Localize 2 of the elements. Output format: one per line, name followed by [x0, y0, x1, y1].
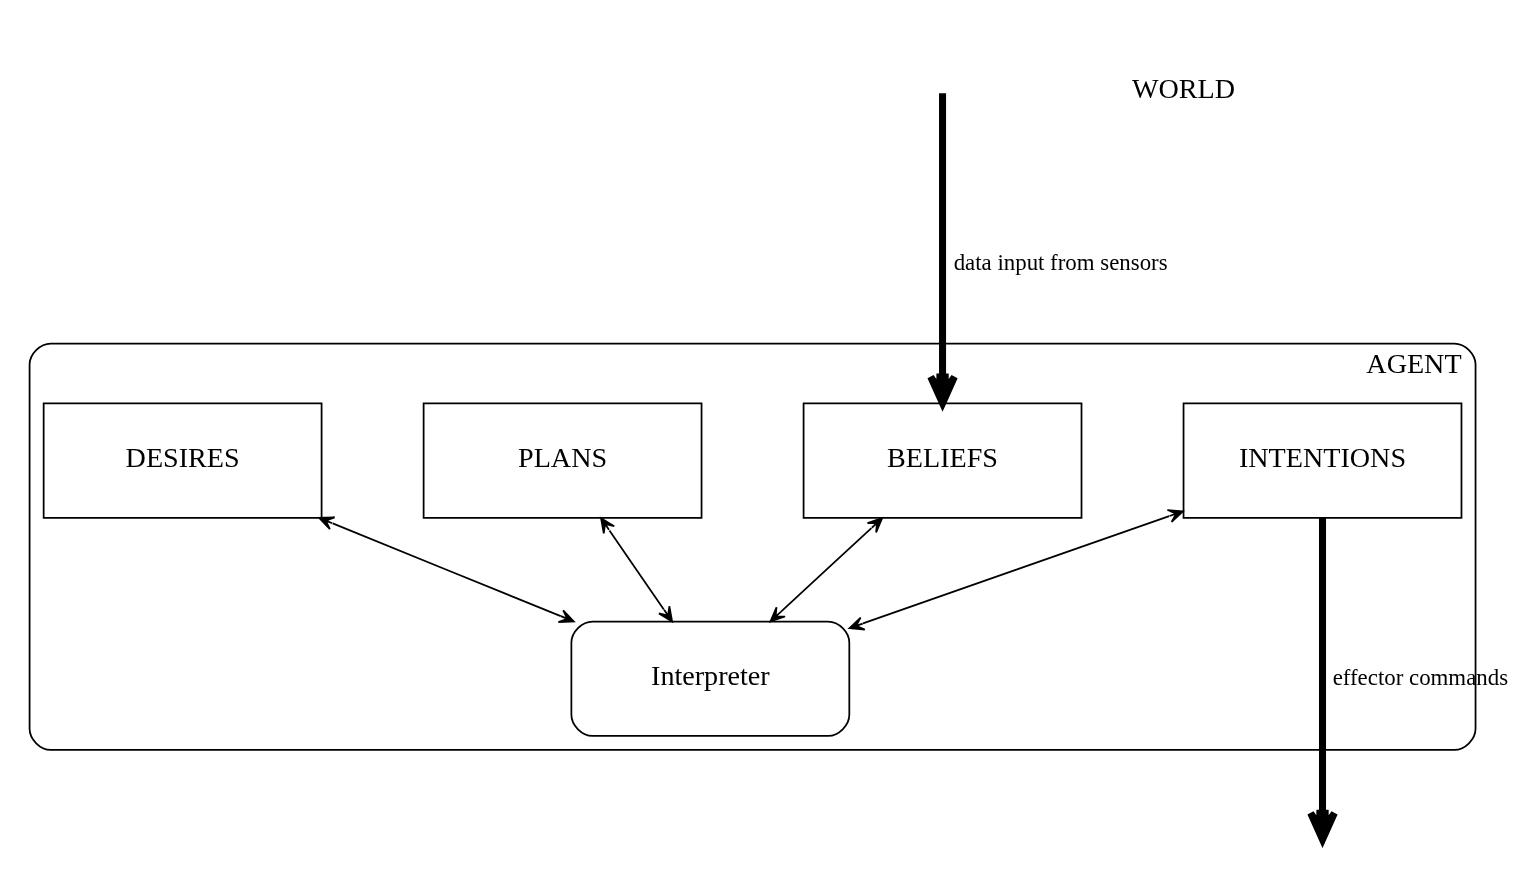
edge-label: data input from sensors [953, 250, 1168, 276]
label: WORLD [1131, 72, 1236, 104]
